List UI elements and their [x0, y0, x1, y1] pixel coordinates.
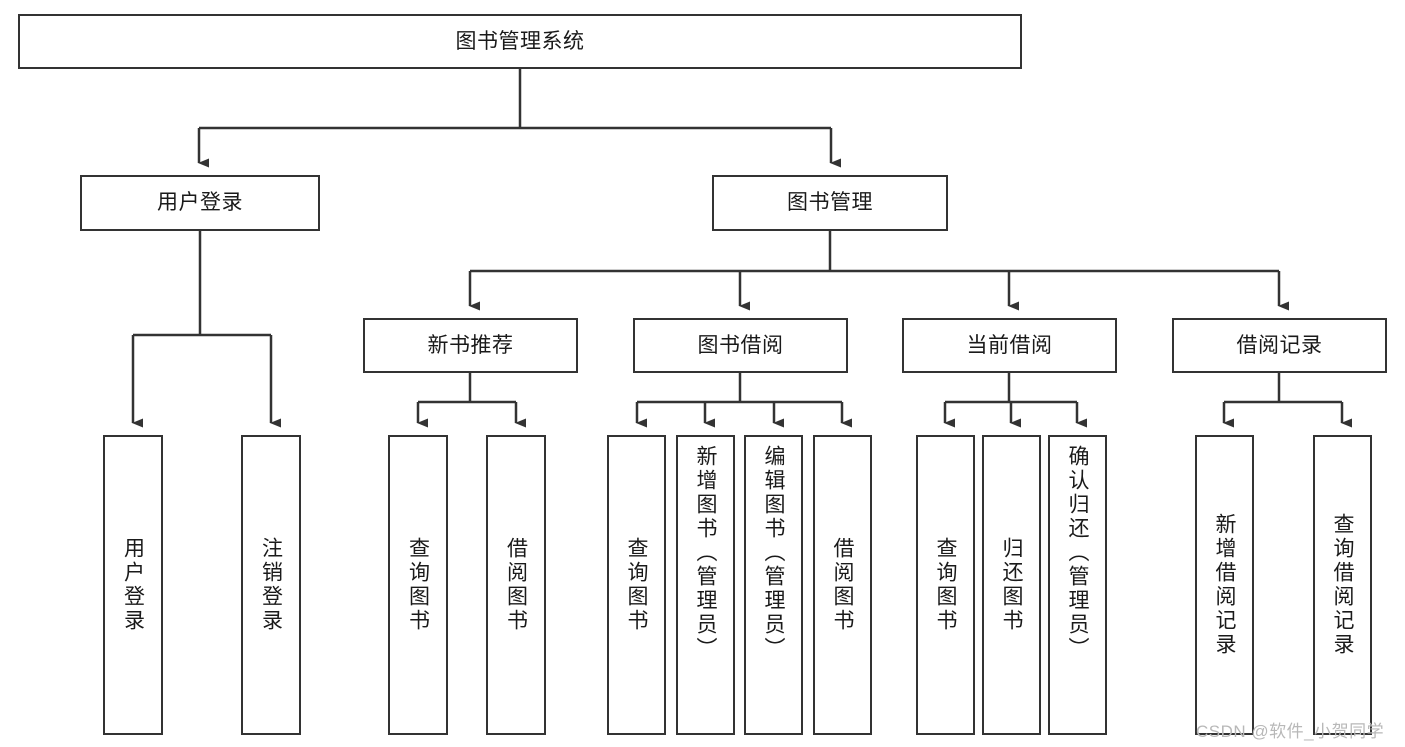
- node-leaf-query-book-1-label: 查询图书: [406, 537, 430, 633]
- node-leaf-add-book[interactable]: 新增图书（管理员）: [676, 435, 735, 735]
- node-leaf-borrow-book-1-label: 借阅图书: [504, 537, 528, 633]
- node-root-label: 图书管理系统: [455, 29, 585, 53]
- node-book-manage-label: 图书管理: [787, 191, 873, 215]
- connector-userlogin-to-leaves: [131, 231, 281, 428]
- csdn-watermark: CSDN @软件_小贺同学: [1196, 722, 1385, 741]
- node-borrow-record[interactable]: 借阅记录: [1172, 318, 1387, 373]
- connector-currentborrow-to-leaves: [943, 373, 1087, 428]
- node-user-login[interactable]: 用户登录: [80, 175, 320, 231]
- node-current-borrow-label: 当前借阅: [966, 333, 1053, 357]
- node-leaf-confirm-return-label: 确认归还（管理员）: [1066, 445, 1089, 661]
- node-book-borrow[interactable]: 图书借阅: [633, 318, 848, 373]
- node-leaf-add-book-label: 新增图书（管理员）: [694, 445, 717, 661]
- node-root[interactable]: 图书管理系统: [18, 14, 1022, 69]
- node-leaf-logout-login[interactable]: 注销登录: [241, 435, 301, 735]
- node-leaf-user-login-label: 用户登录: [121, 537, 145, 633]
- node-user-login-label: 用户登录: [157, 191, 243, 215]
- node-leaf-query-record[interactable]: 查询借阅记录: [1313, 435, 1372, 735]
- node-leaf-borrow-book-1[interactable]: 借阅图书: [486, 435, 546, 735]
- node-book-borrow-label: 图书借阅: [697, 333, 784, 357]
- node-leaf-user-login[interactable]: 用户登录: [103, 435, 163, 735]
- node-leaf-query-book-1[interactable]: 查询图书: [388, 435, 448, 735]
- node-leaf-logout-login-label: 注销登录: [259, 537, 283, 633]
- node-leaf-return-book[interactable]: 归还图书: [982, 435, 1041, 735]
- connector-newbook-to-leaves: [416, 373, 526, 428]
- node-leaf-borrow-book-2-label: 借阅图书: [831, 537, 854, 633]
- node-leaf-return-book-label: 归还图书: [1000, 537, 1023, 633]
- node-new-book-recommend-label: 新书推荐: [427, 333, 514, 357]
- connector-borrowrecord-to-leaves: [1222, 373, 1352, 428]
- node-leaf-query-book-2-label: 查询图书: [625, 537, 648, 633]
- node-leaf-query-record-label: 查询借阅记录: [1331, 513, 1354, 657]
- node-leaf-add-record[interactable]: 新增借阅记录: [1195, 435, 1254, 735]
- node-leaf-query-book-2[interactable]: 查询图书: [607, 435, 666, 735]
- node-new-book-recommend[interactable]: 新书推荐: [363, 318, 578, 373]
- connector-bookborrow-to-leaves: [635, 373, 852, 428]
- node-borrow-record-label: 借阅记录: [1236, 333, 1323, 357]
- node-leaf-query-book-3-label: 查询图书: [934, 537, 957, 633]
- node-leaf-edit-book-label: 编辑图书（管理员）: [762, 445, 785, 661]
- node-leaf-edit-book[interactable]: 编辑图书（管理员）: [744, 435, 803, 735]
- node-book-manage[interactable]: 图书管理: [712, 175, 948, 231]
- connector-root-to-level1: [197, 69, 841, 168]
- node-current-borrow[interactable]: 当前借阅: [902, 318, 1117, 373]
- node-leaf-borrow-book-2[interactable]: 借阅图书: [813, 435, 872, 735]
- node-leaf-query-book-3[interactable]: 查询图书: [916, 435, 975, 735]
- node-leaf-confirm-return[interactable]: 确认归还（管理员）: [1048, 435, 1107, 735]
- node-leaf-add-record-label: 新增借阅记录: [1213, 513, 1236, 657]
- connector-bookmanage-to-level2: [468, 231, 1289, 311]
